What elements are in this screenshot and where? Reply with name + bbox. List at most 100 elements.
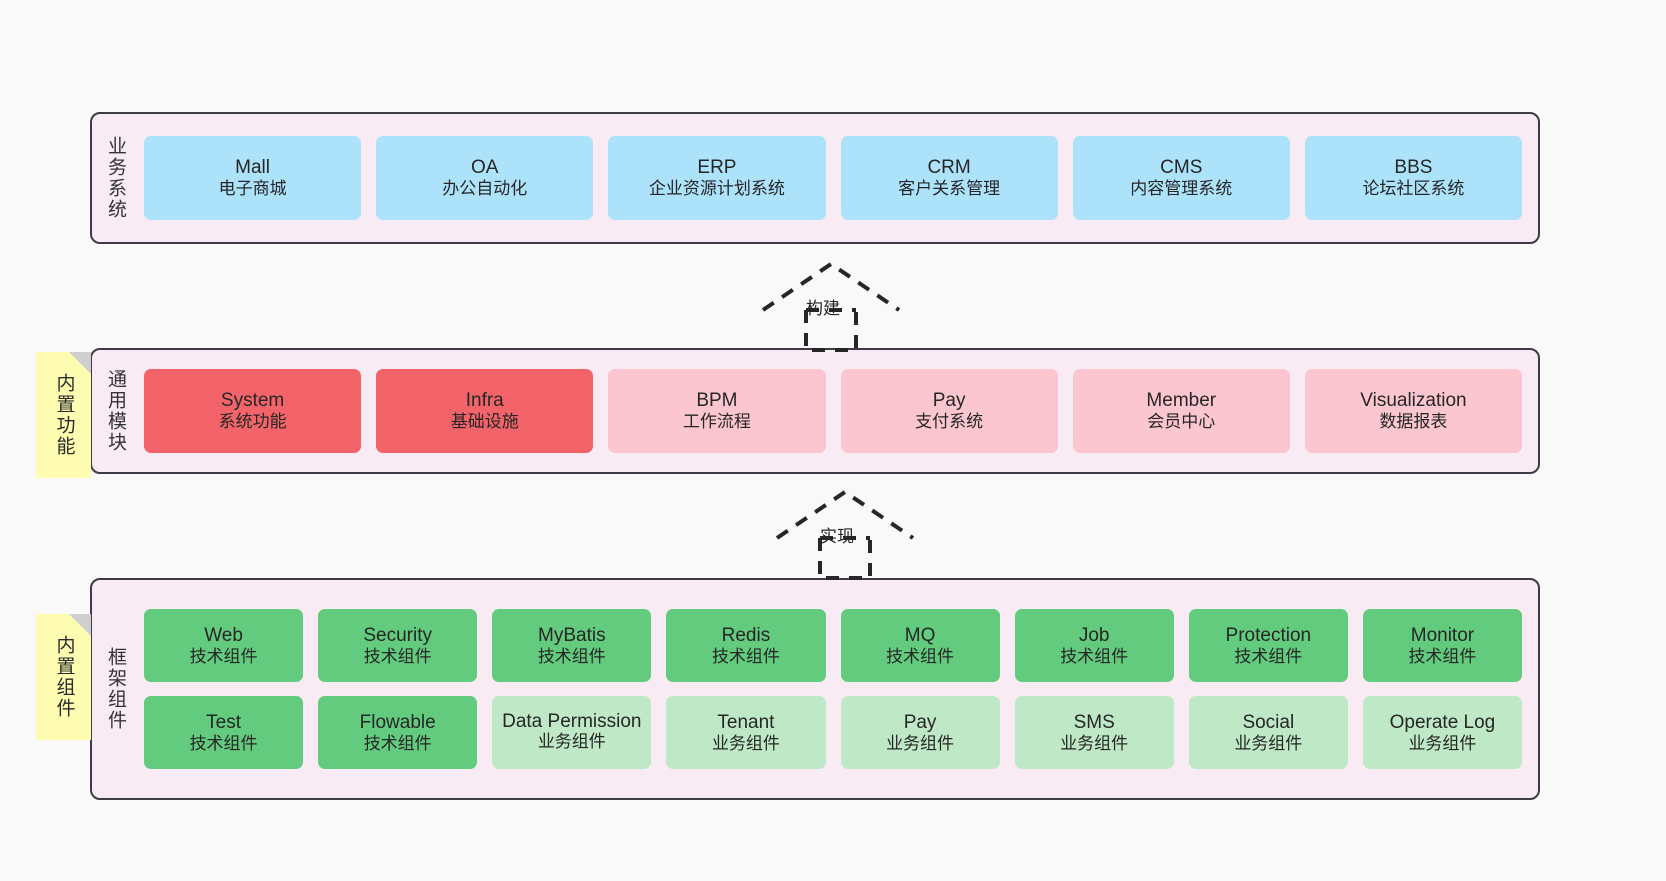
card-subtitle: 电子商城 — [218, 179, 287, 199]
card-title: CRM — [927, 157, 971, 179]
card-subtitle: 业务组件 — [537, 732, 606, 752]
card-cms[interactable]: CMS 内容管理系统 — [1072, 136, 1290, 220]
card-title: Test — [206, 711, 241, 733]
card-web[interactable]: Web 技术组件 — [144, 609, 304, 682]
card-title: BBS — [1394, 157, 1433, 179]
card-data-permission[interactable]: Data Permission 业务组件 — [492, 696, 652, 769]
card-title: SMS — [1073, 711, 1115, 733]
card-mybatis[interactable]: MyBatis 技术组件 — [492, 609, 652, 682]
card-subtitle: 业务组件 — [711, 733, 780, 753]
sticky-note-builtin-function: 内置功能 — [36, 352, 91, 478]
card-subtitle: 企业资源计划系统 — [648, 179, 785, 199]
sticky-note-builtin-component: 内置组件 — [36, 614, 91, 740]
card-title: System — [220, 390, 285, 412]
card-title: Pay — [932, 390, 966, 412]
card-row: Test 技术组件 Flowable 技术组件 Data Permission … — [144, 696, 1522, 769]
card-mall[interactable]: Mall 电子商城 — [144, 136, 362, 220]
layer-business-systems: 业务系统 Mall 电子商城 OA 办公自动化 ERP 企业资源计划系统 CRM… — [90, 112, 1540, 244]
card-title: Operate Log — [1389, 711, 1496, 733]
card-subtitle: 基础设施 — [450, 412, 519, 432]
sticky-note-label: 内置功能 — [53, 373, 75, 457]
card-title: Redis — [721, 624, 771, 646]
connector-build-label: 构建 — [806, 299, 840, 318]
card-bpm[interactable]: BPM 工作流程 — [608, 369, 826, 453]
layer-label-framework-components: 框架组件 — [104, 647, 126, 731]
layer-body-framework-components: Web 技术组件 Security 技术组件 MyBatis 技术组件 Redi… — [138, 580, 1538, 798]
card-subtitle: 会员中心 — [1147, 412, 1216, 432]
card-subtitle: 客户关系管理 — [898, 179, 1001, 199]
card-protection[interactable]: Protection 技术组件 — [1188, 609, 1348, 682]
card-subtitle: 技术组件 — [537, 646, 606, 666]
card-title: Flowable — [359, 711, 436, 733]
card-subtitle: 技术组件 — [363, 646, 432, 666]
card-infra[interactable]: Infra 基础设施 — [376, 369, 594, 453]
layer-label-common-modules: 通用模块 — [104, 369, 126, 453]
layer-body-common-modules: System 系统功能 Infra 基础设施 BPM 工作流程 Pay 支付系统… — [138, 350, 1538, 472]
card-title: Visualization — [1360, 390, 1467, 412]
card-job[interactable]: Job 技术组件 — [1014, 609, 1174, 682]
card-pay[interactable]: Pay 支付系统 — [840, 369, 1058, 453]
card-subtitle: 技术组件 — [711, 646, 780, 666]
card-subtitle: 内容管理系统 — [1130, 179, 1233, 199]
card-subtitle: 论坛社区系统 — [1362, 179, 1465, 199]
card-pay-business[interactable]: Pay 业务组件 — [840, 696, 1000, 769]
card-operate-log[interactable]: Operate Log 业务组件 — [1362, 696, 1522, 769]
card-row: Web 技术组件 Security 技术组件 MyBatis 技术组件 Redi… — [144, 609, 1522, 682]
card-subtitle: 业务组件 — [1408, 733, 1477, 753]
card-title: ERP — [697, 157, 737, 179]
sticky-note-label: 内置组件 — [53, 635, 75, 719]
card-subtitle: 数据报表 — [1379, 412, 1448, 432]
card-subtitle: 技术组件 — [1060, 646, 1129, 666]
card-title: MQ — [904, 624, 936, 646]
card-erp[interactable]: ERP 企业资源计划系统 — [608, 136, 826, 220]
card-subtitle: 技术组件 — [886, 646, 955, 666]
card-sms[interactable]: SMS 业务组件 — [1014, 696, 1174, 769]
card-system[interactable]: System 系统功能 — [144, 369, 362, 453]
card-title: Social — [1242, 711, 1295, 733]
card-social[interactable]: Social 业务组件 — [1188, 696, 1348, 769]
card-title: OA — [471, 157, 499, 179]
card-subtitle: 业务组件 — [886, 733, 955, 753]
card-title: Pay — [903, 711, 937, 733]
card-security[interactable]: Security 技术组件 — [318, 609, 478, 682]
card-title: Web — [204, 624, 243, 646]
connector-implement-label: 实现 — [820, 527, 854, 546]
card-subtitle: 支付系统 — [915, 412, 984, 432]
layer-label-business-systems: 业务系统 — [104, 136, 126, 220]
connector-build: 构建 — [758, 261, 908, 352]
card-title: BPM — [696, 390, 738, 412]
card-title: MyBatis — [538, 624, 606, 646]
card-title: CMS — [1160, 157, 1203, 179]
connector-build-arrow — [761, 261, 901, 352]
card-visualization[interactable]: Visualization 数据报表 — [1304, 369, 1523, 453]
card-subtitle: 办公自动化 — [442, 179, 528, 199]
card-flowable[interactable]: Flowable 技术组件 — [318, 696, 478, 769]
card-bbs[interactable]: BBS 论坛社区系统 — [1304, 136, 1523, 220]
card-redis[interactable]: Redis 技术组件 — [666, 609, 826, 682]
card-monitor[interactable]: Monitor 技术组件 — [1362, 609, 1522, 682]
card-subtitle: 技术组件 — [363, 733, 432, 753]
card-subtitle: 业务组件 — [1060, 733, 1129, 753]
card-title: Security — [363, 624, 432, 646]
card-title: Monitor — [1410, 624, 1475, 646]
card-oa[interactable]: OA 办公自动化 — [376, 136, 594, 220]
card-title: Member — [1146, 390, 1217, 412]
card-tenant[interactable]: Tenant 业务组件 — [666, 696, 826, 769]
card-row: System 系统功能 Infra 基础设施 BPM 工作流程 Pay 支付系统… — [144, 369, 1523, 453]
card-mq[interactable]: MQ 技术组件 — [840, 609, 1000, 682]
layer-body-business-systems: Mall 电子商城 OA 办公自动化 ERP 企业资源计划系统 CRM 客户关系… — [138, 114, 1538, 242]
layer-common-modules: 通用模块 System 系统功能 Infra 基础设施 BPM 工作流程 Pay… — [90, 348, 1540, 474]
sticky-fold-corner-icon — [69, 614, 91, 636]
card-subtitle: 技术组件 — [1234, 646, 1303, 666]
card-member[interactable]: Member 会员中心 — [1072, 369, 1290, 453]
card-test[interactable]: Test 技术组件 — [144, 696, 304, 769]
card-subtitle: 技术组件 — [1408, 646, 1477, 666]
card-subtitle: 系统功能 — [218, 412, 287, 432]
card-crm[interactable]: CRM 客户关系管理 — [840, 136, 1058, 220]
card-title: Mall — [235, 157, 270, 179]
card-subtitle: 技术组件 — [189, 646, 258, 666]
card-title: Job — [1078, 624, 1110, 646]
sticky-fold-corner-icon — [69, 352, 91, 374]
card-subtitle: 业务组件 — [1234, 733, 1303, 753]
